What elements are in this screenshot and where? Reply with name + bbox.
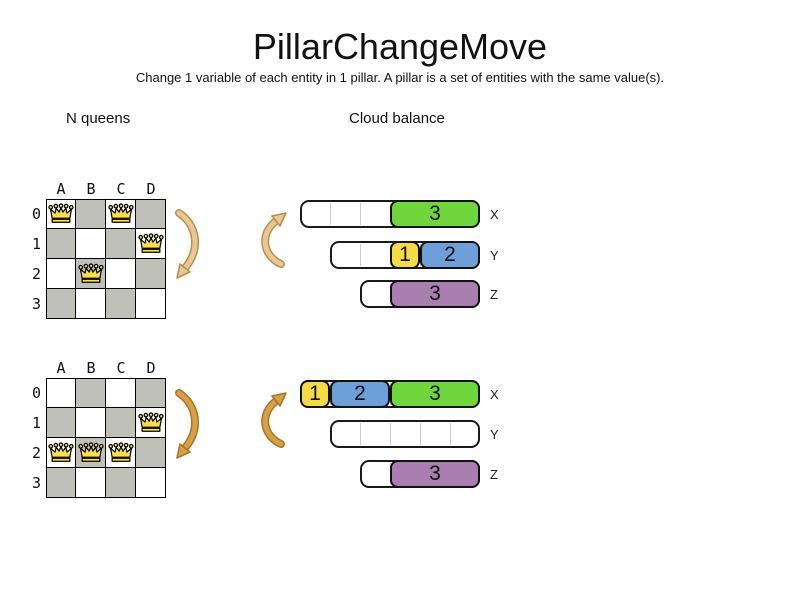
board-cell: [136, 468, 166, 498]
capacity-tick: [360, 203, 361, 225]
queen-icon: [137, 411, 164, 432]
capacity-tick: [450, 423, 451, 445]
board-cell: [76, 378, 106, 408]
queen-icon: [77, 441, 104, 462]
queen-icon: [107, 441, 134, 462]
queen-icon: [48, 441, 74, 462]
computer-label: X: [490, 207, 499, 222]
board-col-header: D: [146, 180, 156, 198]
pillar-move-up-arrow-icon: [261, 212, 287, 268]
board-cell: [106, 378, 136, 408]
board-cell: [136, 408, 166, 438]
computer-label: X: [490, 387, 499, 402]
queen-icon: [77, 262, 104, 283]
board-row-header: 1: [31, 235, 41, 253]
board-cell: [136, 259, 166, 289]
computer-bar-x: 3: [300, 200, 480, 228]
board-col-header: C: [116, 359, 126, 377]
computer-label: Y: [490, 427, 499, 442]
computer-bar-y: [330, 420, 480, 448]
pillar-move-down-arrow-icon: [175, 209, 199, 279]
process-block: 2: [420, 241, 480, 269]
process-block: 1: [300, 380, 330, 408]
board-row-header: 0: [31, 384, 41, 402]
board-cell: [46, 229, 76, 259]
board-cell: [136, 229, 166, 259]
computer-label: Z: [490, 287, 498, 302]
process-block: 3: [390, 380, 480, 408]
page-subtitle: Change 1 variable of each entity in 1 pi…: [135, 70, 665, 85]
board-cell: [76, 468, 106, 498]
board-cell: [106, 199, 136, 229]
board-cell: [136, 438, 166, 468]
page-title: PillarChangeMove: [252, 26, 548, 67]
board-row-header: 2: [31, 444, 41, 462]
board-cell: [46, 199, 76, 229]
board-row-header: 2: [31, 265, 41, 283]
board-corner: [28, 182, 46, 199]
board-cell: [106, 289, 136, 319]
board-row-header: 3: [31, 295, 41, 313]
cloudbalance-section-label: Cloud balance: [349, 110, 445, 127]
computer-bar-z: 3: [360, 460, 480, 488]
board-cell: [106, 438, 136, 468]
board-cell: [136, 378, 166, 408]
board-cell: [46, 378, 76, 408]
board-col-header: B: [86, 180, 96, 198]
computer-bar-z: 3: [360, 280, 480, 308]
process-block: 1: [390, 241, 420, 269]
board-cell: [46, 468, 76, 498]
board-row-header: 3: [31, 474, 41, 492]
board-col-header: B: [86, 359, 96, 377]
capacity-tick: [360, 423, 361, 445]
board-cell: [76, 408, 106, 438]
board-cell: [46, 408, 76, 438]
capacity-tick: [390, 423, 391, 445]
board-cell: [106, 468, 136, 498]
capacity-tick: [420, 423, 421, 445]
board-cell: [76, 259, 106, 289]
board-col-header: A: [56, 180, 66, 198]
board-col-header: A: [56, 359, 66, 377]
process-block: 3: [390, 460, 480, 488]
board-cell: [76, 438, 106, 468]
board-cell: [136, 199, 166, 229]
computer-label: Y: [490, 248, 499, 263]
process-block: 3: [390, 280, 480, 308]
board-cell: [76, 199, 106, 229]
board-cell: [76, 289, 106, 319]
board-col-header: C: [116, 180, 126, 198]
board-row-header: 0: [31, 205, 41, 223]
pillar-move-down-arrow-icon: [175, 389, 199, 459]
board-cell: [106, 259, 136, 289]
board-cell: [76, 229, 106, 259]
capacity-tick: [360, 244, 361, 266]
process-block: 3: [390, 200, 480, 228]
nqueens-section-label: N queens: [66, 110, 131, 127]
process-block: 2: [330, 380, 390, 408]
board-cell: [106, 229, 136, 259]
board-corner: [28, 361, 46, 378]
board-cell: [46, 259, 76, 289]
board-col-header: D: [146, 359, 156, 377]
capacity-tick: [330, 203, 331, 225]
queen-icon: [48, 203, 74, 223]
board-cell: [46, 438, 76, 468]
board-cell: [106, 408, 136, 438]
queen-icon: [107, 203, 134, 223]
board-cell: [46, 289, 76, 319]
nqueens-board-after: A B C D 0 1 2 3: [28, 359, 166, 498]
nqueens-board-before: A B C D 0 1 2 3: [28, 180, 166, 319]
board-row-header: 1: [31, 414, 41, 432]
computer-label: Z: [490, 467, 498, 482]
queen-icon: [137, 232, 164, 253]
pillar-move-up-arrow-icon: [261, 392, 287, 448]
board-cell: [136, 289, 166, 319]
